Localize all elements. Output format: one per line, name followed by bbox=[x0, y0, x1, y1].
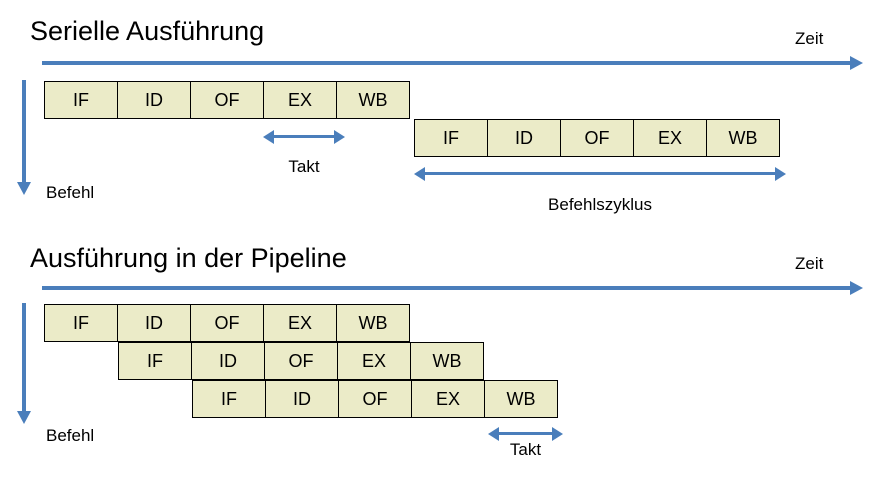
arrow-bar bbox=[497, 432, 554, 435]
stage-cell: OF bbox=[190, 81, 264, 119]
stage-cell: WB bbox=[336, 81, 410, 119]
arrow-head-right-icon bbox=[334, 130, 345, 144]
instruction-row: IF ID OF EX WB bbox=[44, 81, 410, 120]
stage-cell: IF bbox=[44, 304, 118, 342]
time-axis-label-serial: Zeit bbox=[795, 29, 824, 48]
arrow-head-left-icon bbox=[263, 130, 274, 144]
arrow-head-right-icon bbox=[552, 427, 563, 441]
stage-cell: EX bbox=[337, 342, 411, 380]
stage-cell: EX bbox=[411, 380, 485, 418]
arrow-bar bbox=[272, 135, 336, 138]
stage-cell: ID bbox=[191, 342, 265, 380]
takt-measure-arrow-serial bbox=[263, 130, 345, 144]
stage-cell: ID bbox=[117, 81, 191, 119]
instruction-axis-arrowhead-pipeline bbox=[17, 411, 31, 424]
stage-cell: OF bbox=[560, 119, 634, 157]
stage-cell: IF bbox=[118, 342, 192, 380]
takt-label-pipeline: Takt bbox=[509, 440, 542, 459]
arrow-head-left-icon bbox=[488, 427, 499, 441]
stage-cell: WB bbox=[706, 119, 780, 157]
arrow-head-left-icon bbox=[414, 167, 425, 181]
takt-label-serial: Takt bbox=[288, 157, 320, 176]
instruction-row: IF ID OF EX WB bbox=[118, 342, 484, 381]
instruction-axis-label-pipeline: Befehl bbox=[46, 426, 95, 445]
time-axis-label-pipeline: Zeit bbox=[795, 254, 824, 273]
stage-cell: WB bbox=[484, 380, 558, 418]
stage-cell: EX bbox=[633, 119, 707, 157]
instruction-row: IF ID OF EX WB bbox=[414, 119, 780, 158]
instruction-axis-arrowhead-serial bbox=[17, 182, 31, 195]
time-axis-arrowhead-serial bbox=[850, 56, 863, 70]
stage-cell: EX bbox=[263, 304, 337, 342]
instruction-axis-label-serial: Befehl bbox=[46, 183, 95, 202]
stage-cell: OF bbox=[190, 304, 264, 342]
time-axis-arrowhead-pipeline bbox=[850, 281, 863, 295]
befehlszyklus-label: Befehlszyklus bbox=[548, 195, 652, 214]
time-axis-line-pipeline bbox=[42, 286, 852, 290]
instruction-row: IF ID OF EX WB bbox=[192, 380, 558, 419]
stage-cell: WB bbox=[336, 304, 410, 342]
stage-cell: WB bbox=[410, 342, 484, 380]
arrow-bar bbox=[423, 172, 777, 175]
stage-cell: EX bbox=[263, 81, 337, 119]
instruction-row: IF ID OF EX WB bbox=[44, 304, 410, 343]
befehlszyklus-measure-arrow bbox=[414, 167, 786, 181]
takt-measure-arrow-pipeline bbox=[488, 427, 563, 441]
stage-cell: ID bbox=[117, 304, 191, 342]
stage-cell: OF bbox=[264, 342, 338, 380]
stage-cell: ID bbox=[487, 119, 561, 157]
stage-cell: OF bbox=[338, 380, 412, 418]
instruction-axis-line-pipeline bbox=[22, 303, 26, 413]
stage-cell: ID bbox=[265, 380, 339, 418]
stage-cell: IF bbox=[192, 380, 266, 418]
instruction-axis-line-serial bbox=[22, 80, 26, 184]
stage-cell: IF bbox=[414, 119, 488, 157]
section-title-pipeline: Ausführung in der Pipeline bbox=[30, 243, 347, 273]
stage-cell: IF bbox=[44, 81, 118, 119]
arrow-head-right-icon bbox=[775, 167, 786, 181]
time-axis-line-serial bbox=[42, 61, 852, 65]
section-title-serial: Serielle Ausführung bbox=[30, 16, 265, 46]
